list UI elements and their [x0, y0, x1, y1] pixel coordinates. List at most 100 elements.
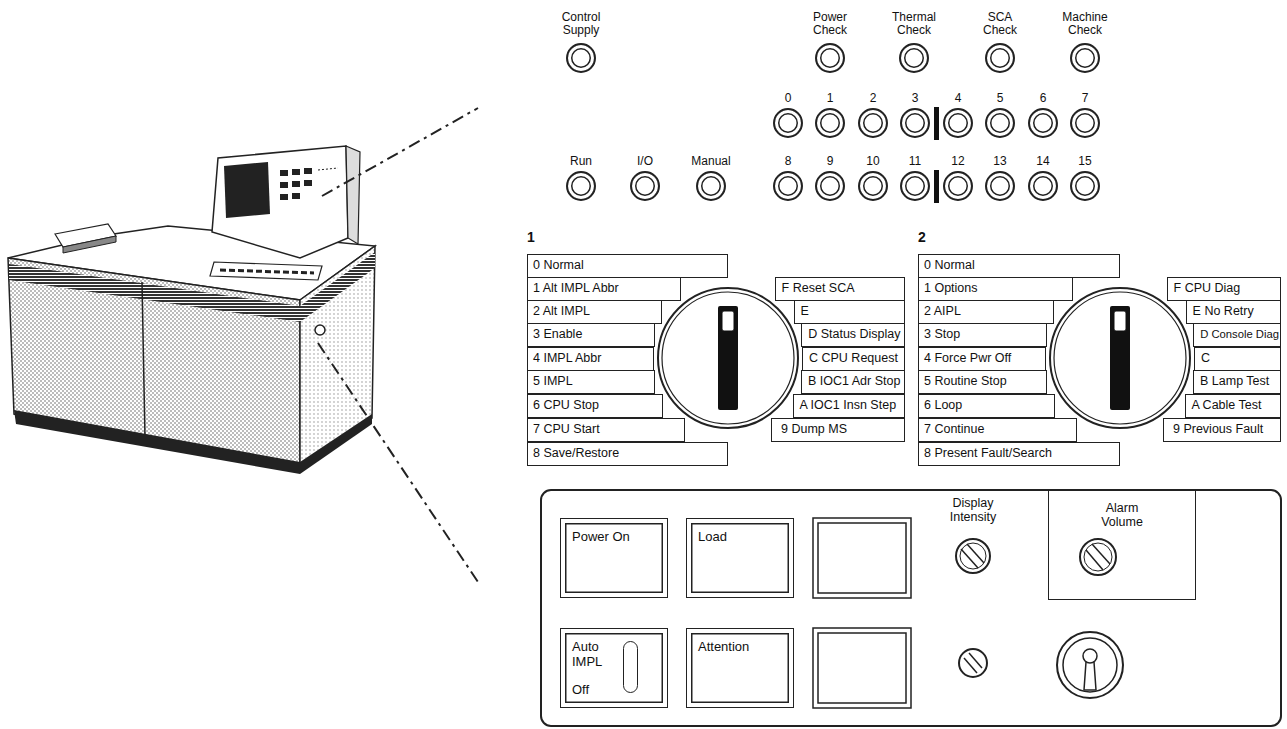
switch-position-label: 9 Dump MS: [781, 419, 847, 439]
drawing-part: [934, 170, 939, 203]
switch-position-box: C: [1194, 347, 1281, 371]
pointer-slot: [722, 311, 734, 331]
switch-position-box: 7 Continue: [918, 418, 1077, 442]
status-lamp: Manual: [681, 155, 741, 201]
drawing-part: [63, 236, 116, 253]
switch-position-label: 9 Previous Fault: [1173, 419, 1263, 439]
indicator-lamp: Power Check: [799, 11, 861, 73]
drawing-part: [818, 523, 906, 593]
lamp-bulb: [1070, 43, 1100, 73]
indicator-lamp: SCA Check: [969, 11, 1031, 73]
lamp-bulb: [943, 171, 973, 201]
switch-position-label: D Console Diag: [1200, 324, 1279, 344]
alarm-volume-box: Alarm Volume: [1048, 490, 1196, 600]
switch-position-box: 8 Present Fault/Search: [918, 442, 1120, 466]
drawing-part: [1084, 543, 1112, 571]
auto-impl-switch: Auto IMPLOff: [560, 628, 668, 708]
drawing-part: [280, 182, 288, 188]
lamp-bulb: [696, 171, 726, 201]
lamp-label: 1: [810, 92, 850, 105]
lamp-label: 14: [1023, 155, 1063, 168]
lamp-label: Run: [551, 155, 611, 168]
switch-position-box: F CPU Diag: [1167, 277, 1281, 301]
drawing-part: [818, 633, 906, 703]
lamp-label: 11: [895, 155, 935, 168]
computer-illustration: [8, 146, 375, 474]
switch-position-box: A Cable Test: [1185, 394, 1281, 418]
lamp-label: Power Check: [803, 11, 857, 37]
switch-position-label: 0 Normal: [533, 255, 584, 275]
bit-lamp: 10: [853, 155, 893, 201]
lamp-bulb: [900, 108, 930, 138]
lamp-bulb: [985, 43, 1015, 73]
drawing-part: [220, 270, 314, 273]
lamp-bulb: [773, 108, 803, 138]
drawing-part: [304, 168, 312, 174]
lamp-bulb: [900, 171, 930, 201]
bit-lamp: 13: [980, 155, 1020, 201]
rotary-switches: [658, 288, 1190, 428]
pointer-slot: [1114, 311, 1126, 331]
indicator-lamp: Control Supply: [550, 11, 612, 73]
switch-position-label: 7 Continue: [924, 419, 984, 439]
drawing-part: [1080, 539, 1116, 575]
knob-label: Display Intensity: [937, 496, 1009, 524]
switch-position-label: 2 Alt IMPL: [533, 301, 590, 321]
switch-position-label: A IOC1 Insn Step: [800, 395, 897, 415]
lamp-bulb: [630, 171, 660, 201]
switch-number: 2: [918, 230, 926, 245]
lamp-bulb: [943, 108, 973, 138]
switch-position-box: A IOC1 Insn Step: [793, 394, 905, 418]
bit-lamp: 15: [1065, 155, 1105, 201]
lamp-label: 15: [1065, 155, 1105, 168]
switch-position-label: 4 Force Pwr Off: [924, 348, 1011, 368]
lamp-bulb: [1028, 171, 1058, 201]
switch-position-box: B Lamp Test: [1193, 370, 1281, 394]
push-button: Load: [686, 518, 794, 598]
bit-lamp: 11: [895, 155, 935, 201]
rotary-dial: [1050, 288, 1190, 428]
drawing-part: [1057, 632, 1123, 698]
bit-lamp: 14: [1023, 155, 1063, 201]
switch-position-box: 0 Normal: [918, 254, 1120, 278]
lamp-bulb: [815, 108, 845, 138]
drawing-part: [1084, 662, 1096, 690]
indicator-lamp: Thermal Check: [883, 11, 945, 73]
switch-position-label: 3 Enable: [533, 324, 582, 344]
lamp-label: 2: [853, 92, 893, 105]
switch-position-box: 6 CPU Stop: [527, 394, 663, 418]
lamp-label: 9: [810, 155, 850, 168]
rotary-dial-ring: [1054, 292, 1186, 424]
drawing-part: [967, 544, 984, 563]
bit-lamp: 8: [768, 155, 808, 201]
switch-position-label: 5 Routine Stop: [924, 371, 1007, 391]
drawing-part: [1092, 544, 1110, 564]
drawing-part: [292, 181, 300, 187]
lamp-label: Thermal Check: [887, 11, 941, 37]
switch-position-label: C CPU Request: [809, 348, 898, 368]
lamp-label: Manual: [681, 155, 741, 168]
bit-lamp: 0: [768, 92, 808, 138]
push-button: Power On: [560, 518, 668, 598]
bit-lamp: 2: [853, 92, 893, 138]
bit-lamp: 4: [938, 92, 978, 138]
lamp-label: 13: [980, 155, 1020, 168]
bit-lamp: 1: [810, 92, 850, 138]
switch-position-label: E: [801, 301, 809, 321]
drawing-part: [322, 108, 478, 196]
lamp-label: 8: [768, 155, 808, 168]
indicator-lamp: Machine Check: [1054, 11, 1116, 73]
switch-position-box: 5 Routine Stop: [918, 370, 1047, 394]
lamp-bulb: [1070, 171, 1100, 201]
lamp-label: 7: [1065, 92, 1105, 105]
switch-position-box: F Reset SCA: [775, 277, 905, 301]
drawing-part: [212, 146, 348, 258]
switch-position-box: 3 Enable: [527, 323, 655, 347]
switch-position-box: 0 Normal: [527, 254, 728, 278]
drawing-part: [813, 628, 911, 708]
bit-lamp: 9: [810, 155, 850, 201]
bottom-panel: [541, 490, 1281, 726]
toggle-slot: [623, 641, 638, 693]
switch-position-label: 1 Alt IMPL Abbr: [533, 278, 619, 298]
drawing-part: [969, 653, 982, 668]
